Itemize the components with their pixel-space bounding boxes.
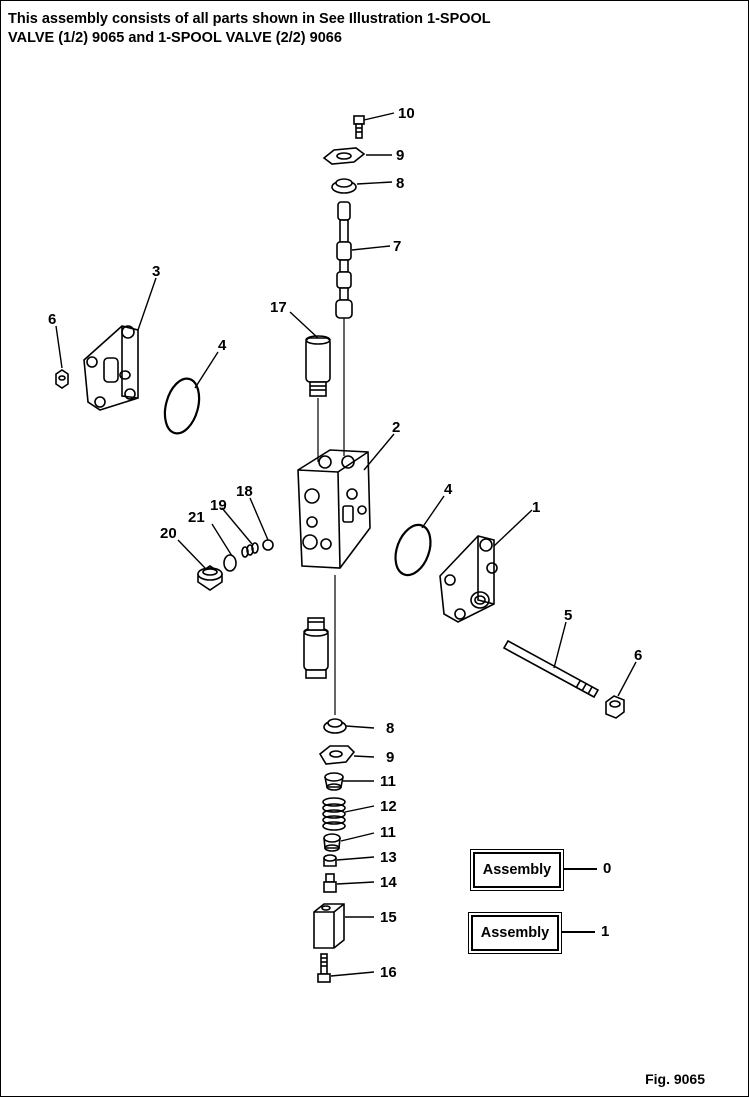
callout-16: 16 — [380, 964, 397, 981]
callout-19: 19 — [210, 497, 227, 514]
part-8-seal-top — [331, 178, 357, 194]
part-18-ball — [262, 539, 274, 551]
leader-lines — [55, 112, 637, 977]
callout-1: 1 — [532, 499, 540, 516]
callout-10: 10 — [398, 105, 415, 122]
callout-11-upper: 11 — [380, 773, 396, 790]
part-1-end-cover-right — [439, 535, 498, 623]
part-11-seat-upper — [324, 772, 344, 791]
callout-18: 18 — [236, 483, 253, 500]
callout-9-lower: 9 — [386, 749, 394, 766]
part-16-screw — [317, 953, 331, 983]
part-14-bolt — [323, 873, 337, 893]
callout-8-lower: 8 — [386, 720, 394, 737]
callout-21: 21 — [188, 509, 205, 526]
assembly-leader-0 — [563, 868, 597, 870]
assembly-leader-1 — [561, 931, 595, 933]
callout-15: 15 — [380, 909, 397, 926]
callout-6-right: 6 — [634, 647, 642, 664]
callout-12: 12 — [380, 798, 397, 815]
assembly-box-1: Assembly — [468, 912, 562, 954]
header-line-1: This assembly consists of all parts show… — [8, 11, 491, 27]
part-13-spacer — [323, 854, 337, 867]
part-3-end-cover-left — [83, 325, 139, 411]
part-8-seal-lower — [323, 718, 347, 734]
part-19-spring — [241, 542, 259, 558]
part-6-nut-left — [55, 369, 69, 389]
part-4-o-ring-left — [163, 377, 201, 435]
callout-7: 7 — [393, 238, 401, 255]
part-20-plug — [197, 565, 223, 591]
assembly-number-1: 1 — [601, 923, 610, 940]
part-17-plug-upper — [305, 335, 331, 397]
part-9-flange-lower — [318, 745, 356, 765]
callout-4-right: 4 — [444, 481, 453, 498]
callout-5: 5 — [564, 607, 572, 624]
callout-9-top: 9 — [396, 147, 404, 164]
part-10-screw — [353, 115, 365, 139]
part-4-o-ring-right — [394, 523, 432, 577]
assembly-box-0: Assembly — [470, 849, 564, 891]
part-2-valve-body — [297, 449, 371, 569]
callout-8-top: 8 — [396, 175, 404, 192]
callout-13: 13 — [380, 849, 397, 866]
callout-17-upper: 17 — [270, 299, 287, 316]
callout-2: 2 — [392, 419, 400, 436]
figure-label: Fig. 9065 — [645, 1071, 705, 1087]
part-11-seat-lower — [323, 833, 341, 852]
callout-6-left: 6 — [48, 311, 56, 328]
part-5-tie-rod — [502, 639, 600, 699]
callout-20: 20 — [160, 525, 177, 542]
part-6-nut-right — [605, 695, 625, 719]
part-7-spool — [335, 201, 353, 319]
part-17-plug-lower — [303, 617, 329, 679]
assembly-number-0: 0 — [603, 860, 612, 877]
callout-11-lower: 11 — [380, 824, 396, 841]
part-12-spring — [322, 797, 346, 831]
callout-3: 3 — [152, 263, 160, 280]
part-9-flange-top — [322, 147, 366, 165]
header-line-2: VALVE (1/2) 9065 and 1-SPOOL VALVE (2/2)… — [8, 30, 342, 46]
part-15-cap — [313, 903, 345, 949]
callout-4-left: 4 — [218, 337, 227, 354]
callout-14: 14 — [380, 874, 397, 891]
header-note: This assembly consists of all parts show… — [8, 10, 568, 48]
part-21-o-ring — [223, 554, 237, 572]
